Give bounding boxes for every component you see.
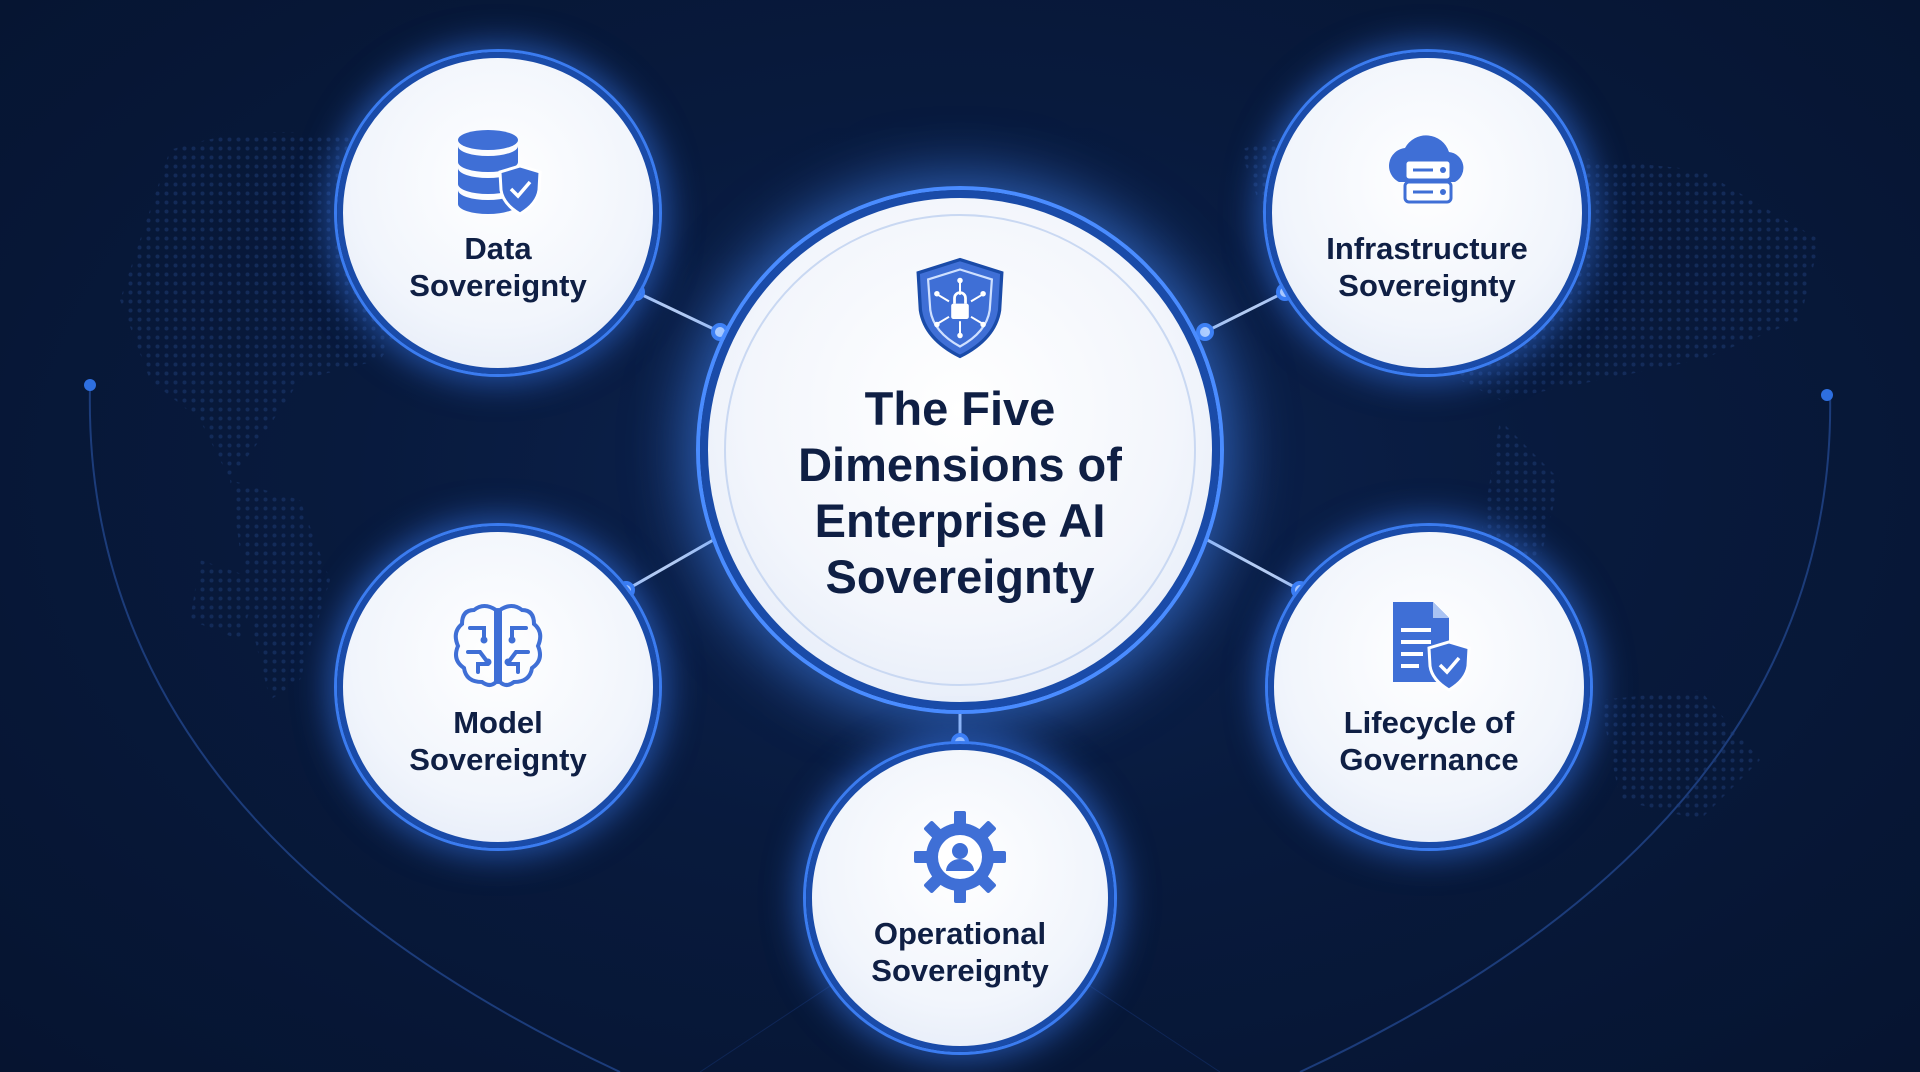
center-inner-ring — [724, 214, 1196, 686]
node-label: Infrastructure Sovereignty — [1326, 231, 1528, 303]
gear-user-icon — [914, 811, 1006, 903]
center-title: The Five Dimensions of Enterprise AI Sov… — [798, 382, 1122, 603]
node-label: Data Sovereignty — [409, 231, 587, 303]
brain-circuit-icon — [453, 604, 543, 687]
database-shield-icon — [458, 130, 542, 216]
node-label: Lifecycle of Governance — [1339, 705, 1519, 777]
document-shield-icon — [1393, 602, 1471, 692]
node-lifecycle-of-governance: Lifecycle of Governance — [1268, 526, 1590, 848]
node-data-sovereignty: Data Sovereignty — [337, 52, 659, 374]
center-node: The Five Dimensions of Enterprise AI Sov… — [700, 190, 1220, 710]
shield-lock-icon — [916, 257, 1004, 359]
node-infrastructure-sovereignty: Infrastructure Sovereignty — [1266, 52, 1588, 374]
node-model-sovereignty: Model Sovereignty — [337, 526, 659, 848]
node-operational-sovereignty: Operational Sovereignty — [806, 744, 1114, 1052]
cloud-server-icon — [1389, 135, 1464, 204]
node-label: Operational Sovereignty — [871, 916, 1049, 988]
node-label: Model Sovereignty — [409, 705, 587, 777]
